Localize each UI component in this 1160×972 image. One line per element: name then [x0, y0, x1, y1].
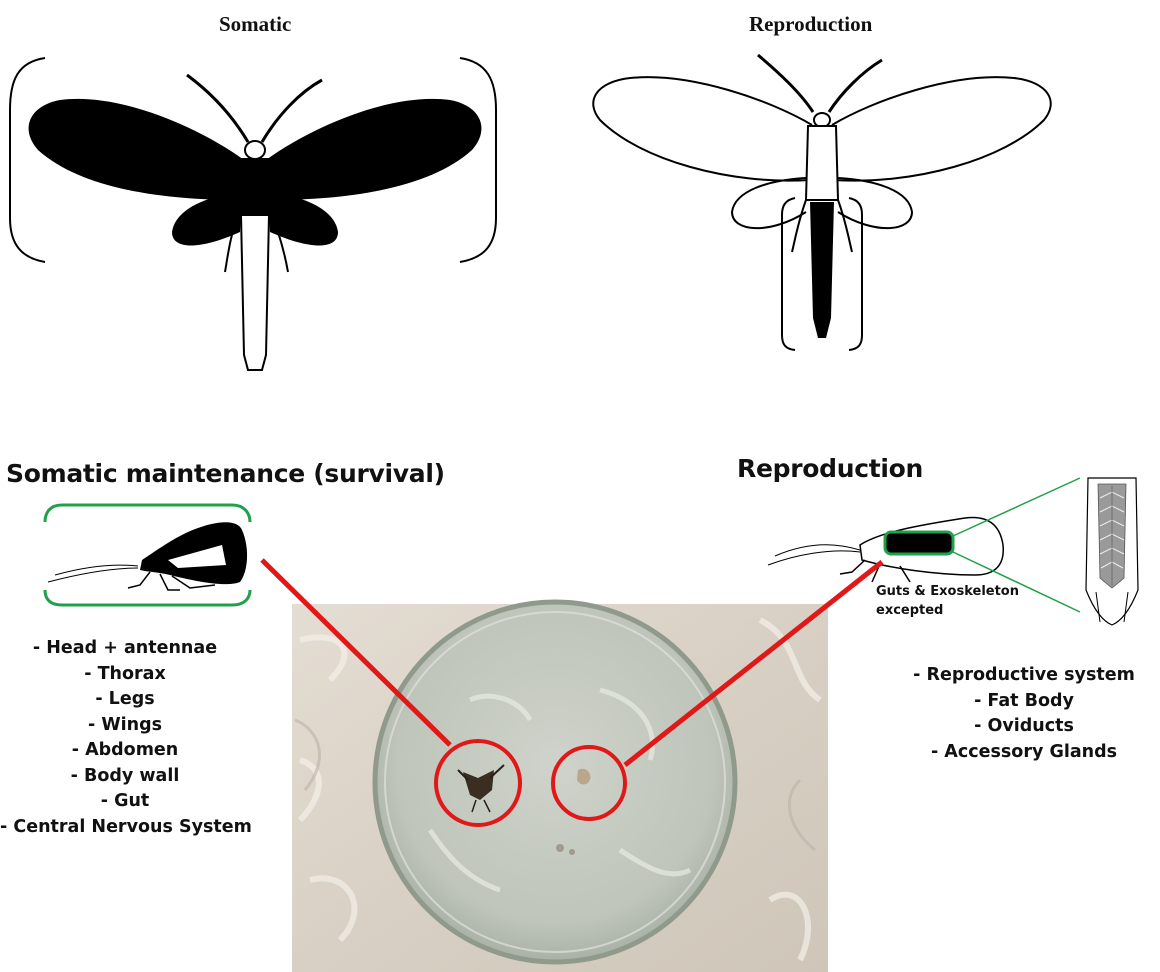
list-item: - Wings: [0, 713, 250, 739]
exception-note-line1: Guts & Exoskeleton: [876, 582, 1019, 601]
list-item: - Accessory Glands: [900, 740, 1148, 766]
somatic-moth-silhouette: [10, 58, 496, 370]
left-bracket: [10, 58, 45, 262]
reproduction-tissue-list: - Reproductive system - Fat Body - Ovidu…: [900, 663, 1148, 765]
list-item: - Gut: [0, 789, 250, 815]
list-item: - Oviducts: [900, 714, 1148, 740]
list-item: - Head + antennae: [0, 636, 250, 662]
list-item: - Central Nervous System: [0, 815, 250, 841]
somatic-maintenance-heading: Somatic maintenance (survival): [6, 459, 445, 488]
list-item: - Abdomen: [0, 738, 250, 764]
reproduction-moth-outline: [593, 55, 1051, 350]
petri-dish-photo: [292, 602, 828, 972]
list-item: - Body wall: [0, 764, 250, 790]
list-item: - Reproductive system: [900, 663, 1148, 689]
list-item: - Legs: [0, 687, 250, 713]
somatic-tissue-list: - Head + antennae - Thorax - Legs - Wing…: [0, 636, 250, 840]
exception-note-line2: excepted: [876, 601, 1019, 620]
somatic-side-moth: [45, 505, 250, 605]
list-item: - Thorax: [0, 662, 250, 688]
reproduction-heading: Reproduction: [737, 454, 923, 483]
zoomed-abdomen: [1086, 478, 1138, 625]
exception-note: Guts & Exoskeleton excepted: [876, 582, 1019, 620]
list-item: - Fat Body: [900, 689, 1148, 715]
right-bracket: [460, 58, 496, 262]
